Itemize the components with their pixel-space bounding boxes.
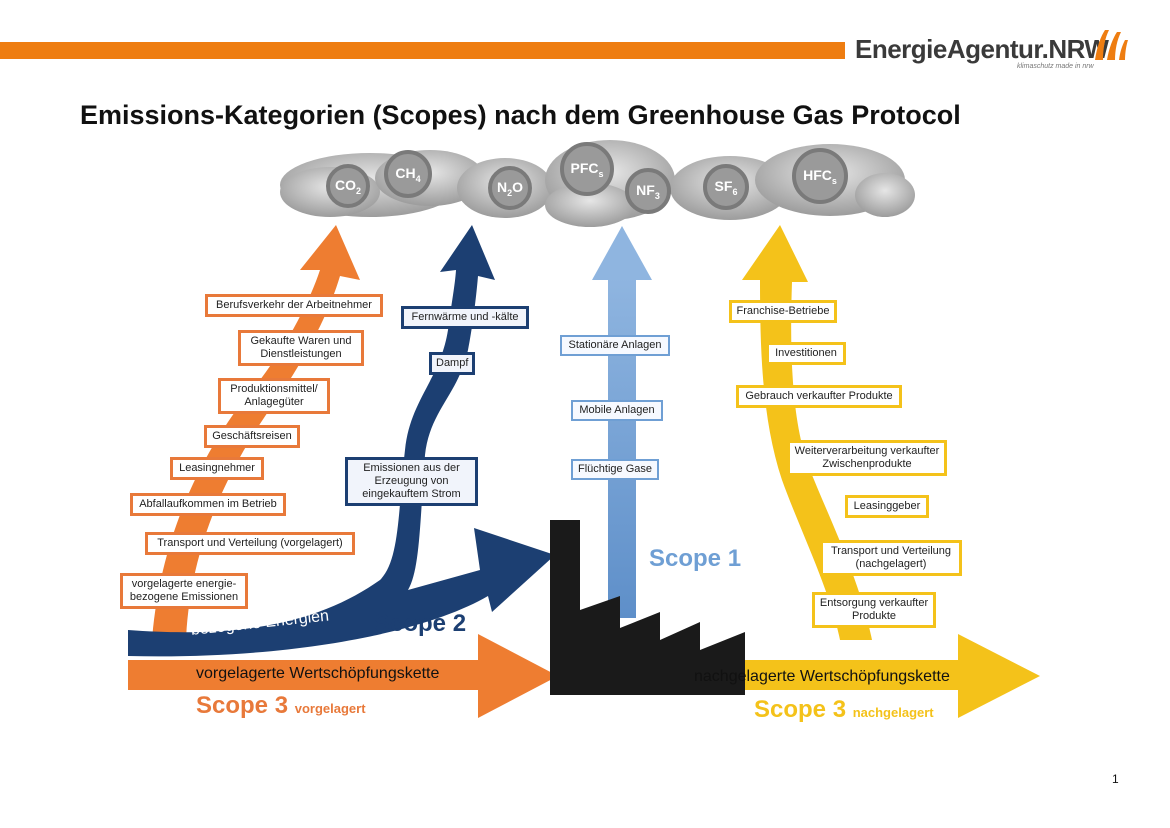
page-title: Emissions-Kategorien (Scopes) nach dem G… <box>80 100 961 130</box>
gas-sf6-base: SF <box>714 177 733 194</box>
scope1-arrow <box>592 226 652 618</box>
gas-hfcs: HFCs <box>792 148 848 204</box>
scope3-up-item: Gekaufte Waren und Dienstleistungen <box>238 330 364 366</box>
gas-n2o: N2O <box>488 166 532 210</box>
top-accent-bar <box>0 42 845 59</box>
gas-nf3-base: NF <box>636 181 655 198</box>
gas-hfcs-base: HFC <box>803 166 832 183</box>
scope1-item: Stationäre Anlagen <box>560 335 670 356</box>
gas-pfcs-sub: s <box>598 168 604 179</box>
scope3-up-item: Produktionsmittel/ Anlagegüter <box>218 378 330 414</box>
scope3-down-item: Leasinggeber <box>845 495 929 518</box>
gas-sf6: SF6 <box>703 164 749 210</box>
gas-pfcs-base: PFC <box>570 159 599 176</box>
gas-ch4-base: CH <box>395 164 416 181</box>
scope2-item: Fernwärme und -kälte <box>401 306 529 329</box>
scope3-upstream-label-suffix: vorgelagert <box>294 701 366 716</box>
scope3-down-item: Transport und Verteilung (nachgelagert) <box>820 540 962 576</box>
gas-nf3-sub: 3 <box>654 190 660 201</box>
downstream-chain-label: nachgelagerte Wertschöpfungskette <box>694 668 950 685</box>
scope3-down-item: Weiterverarbeitung verkaufter Zwischenpr… <box>787 440 947 476</box>
gas-nf3: NF3 <box>625 168 671 214</box>
gas-co2-sub: 2 <box>355 185 361 196</box>
logo-text: EnergieAgentur.NRW <box>855 34 1109 64</box>
scope3-up-item: Geschäftsreisen <box>204 425 300 448</box>
scope3-upstream-label: Scope 3 vorgelagert <box>196 692 366 720</box>
page-number: 1 <box>1112 772 1119 786</box>
logo-flame-icon <box>1095 30 1128 60</box>
upstream-chain-label: vorgelagerte Wertschöpfungskette <box>196 665 440 682</box>
gas-ch4: CH4 <box>384 150 432 198</box>
scope1-label: Scope 1 <box>649 545 742 572</box>
scope3-downstream-label: Scope 3 nachgelagert <box>754 696 934 724</box>
logo-tagline: klimaschutz made in nrw <box>1017 63 1094 70</box>
scope1-item: Flüchtige Gase <box>571 459 659 480</box>
scope3-downstream-arrow <box>742 225 872 640</box>
scope2-label: Scope 2 <box>374 610 467 637</box>
scope3-down-item: Investitionen <box>766 342 846 365</box>
gas-co2-base: CO <box>334 176 356 193</box>
scope1-item: Mobile Anlagen <box>571 400 663 421</box>
scope3-down-item: Gebrauch verkaufter Produkte <box>736 385 902 408</box>
gas-co2: CO2 <box>326 164 370 208</box>
gas-n2o-sub: 2 <box>507 187 513 198</box>
scope3-down-item: Franchise-Betriebe <box>729 300 837 323</box>
scope2-item: Emissionen aus der Erzeugung von eingeka… <box>345 457 478 506</box>
upstream-value-chain-arrow <box>128 634 558 718</box>
gas-n2o-tail: O <box>512 178 524 195</box>
scope3-downstream-label-text: Scope 3 <box>754 696 847 723</box>
energieagentur-logo: EnergieAgentur.NRW klimaschutz made in n… <box>855 30 1135 80</box>
gas-pfcs: PFCs <box>560 142 614 196</box>
gas-n2o-base: N <box>496 178 508 195</box>
scope3-down-item: Entsorgung verkaufter Produkte <box>812 592 936 628</box>
scope3-upstream-label-text: Scope 3 <box>196 692 289 719</box>
gas-hfcs-sub: s <box>831 175 837 186</box>
scope3-up-item: Abfallaufkommen im Betrieb <box>130 493 286 516</box>
factory-icon <box>550 520 745 695</box>
scope3-downstream-label-suffix: nachgelagert <box>852 705 934 720</box>
scope3-up-item: Leasingnehmer <box>170 457 264 480</box>
scope2-item: Dampf <box>429 352 475 375</box>
scope3-up-item: vorgelagerte energie-bezogene Emissionen <box>120 573 248 609</box>
gas-sf6-sub: 6 <box>732 186 738 197</box>
scope3-up-item: Berufsverkehr der Arbeitnehmer <box>205 294 383 317</box>
scope2-rising-arrow <box>128 225 555 657</box>
downstream-value-chain-arrow <box>668 634 1040 718</box>
gas-ch4-sub: 4 <box>415 173 421 184</box>
scope3-up-item: Transport und Verteilung (vorgelagert) <box>145 532 355 555</box>
